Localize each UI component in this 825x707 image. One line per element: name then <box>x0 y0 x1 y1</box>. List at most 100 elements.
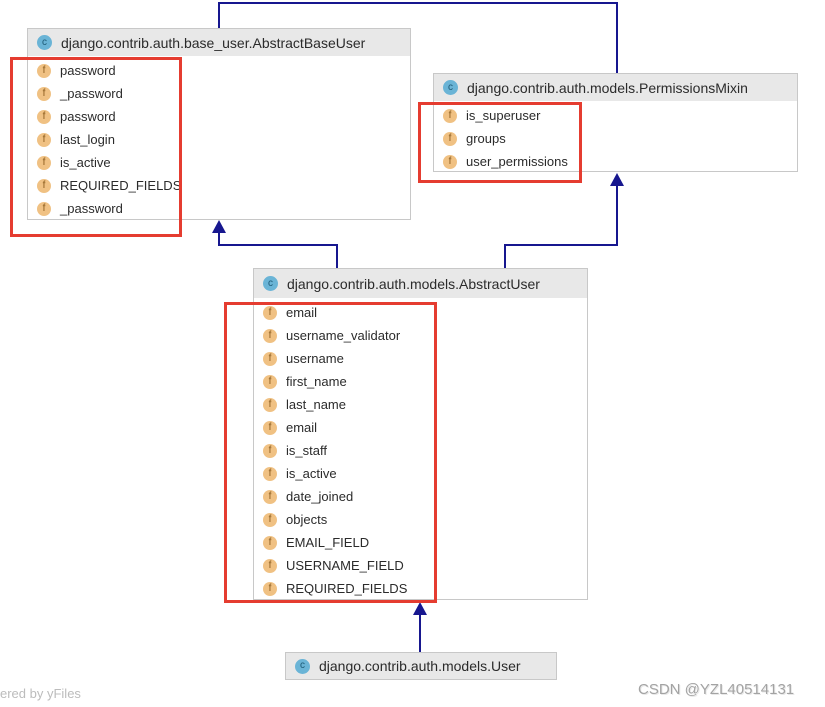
field-icon: f <box>443 154 457 169</box>
field-label: last_login <box>60 132 115 147</box>
field-label: email <box>286 305 318 320</box>
field-icon: f <box>443 108 457 123</box>
field-row[interactable]: f email <box>254 301 587 324</box>
inheritance-arrowhead-abstractuser <box>413 602 427 615</box>
edge-abstractuser-abstractbaseuser-v1 <box>218 233 220 246</box>
field-row[interactable]: f is_staff <box>254 439 587 462</box>
field-icon: f <box>37 86 51 101</box>
field-icon: f <box>263 328 277 343</box>
field-icon: f <box>263 489 277 504</box>
field-row[interactable]: f is_superuser <box>434 104 797 127</box>
field-label: password <box>60 109 116 124</box>
field-row[interactable]: f first_name <box>254 370 587 393</box>
class-name: django.contrib.auth.models.AbstractUser <box>287 275 540 292</box>
class-icon: c <box>443 80 458 95</box>
field-label: _password <box>60 201 123 216</box>
inheritance-arrowhead-abstractbaseuser <box>212 220 226 233</box>
edge-abstractuser-abstractbaseuser-v2 <box>336 244 338 269</box>
field-icon: f <box>263 397 277 412</box>
field-row[interactable]: f date_joined <box>254 485 587 508</box>
field-row[interactable]: f last_name <box>254 393 587 416</box>
field-icon: f <box>263 351 277 366</box>
field-row[interactable]: f objects <box>254 508 587 531</box>
edge-abstractuser-permissionsmixin-v1 <box>616 186 618 246</box>
field-row[interactable]: f email <box>254 416 587 439</box>
class-name: django.contrib.auth.base_user.AbstractBa… <box>61 34 366 51</box>
class-icon: c <box>263 276 278 291</box>
field-row[interactable]: f _password <box>28 197 410 220</box>
field-icon: f <box>37 132 51 147</box>
class-node-permissionsmixin[interactable]: c django.contrib.auth.models.Permissions… <box>433 73 798 172</box>
field-label: username_validator <box>286 328 401 343</box>
field-icon: f <box>37 178 51 193</box>
field-label: last_name <box>286 397 346 412</box>
class-name: django.contrib.auth.models.User <box>319 658 521 674</box>
field-icon: f <box>37 63 51 78</box>
class-node-abstractbaseuser[interactable]: c django.contrib.auth.base_user.Abstract… <box>27 28 411 220</box>
field-icon: f <box>263 443 277 458</box>
edge-abstractuser-abstractbaseuser-h <box>218 244 338 246</box>
class-node-user[interactable]: c django.contrib.auth.models.User <box>285 652 557 680</box>
field-row[interactable]: f username_validator <box>254 324 587 347</box>
field-row[interactable]: f last_login <box>28 128 410 151</box>
field-icon: f <box>443 131 457 146</box>
field-label: is_staff <box>286 443 327 458</box>
field-label: REQUIRED_FIELDS <box>60 178 182 193</box>
field-label: first_name <box>286 374 347 389</box>
field-row[interactable]: f REQUIRED_FIELDS <box>28 174 410 197</box>
field-label: user_permissions <box>466 154 568 169</box>
class-field-list: f email f username_validator f username … <box>254 298 587 600</box>
field-row[interactable]: f is_active <box>28 151 410 174</box>
edge-user-abstractuser-v <box>419 614 421 652</box>
field-row[interactable]: f is_active <box>254 462 587 485</box>
field-icon: f <box>263 466 277 481</box>
field-label: date_joined <box>286 489 354 504</box>
field-row[interactable]: f _password <box>28 82 410 105</box>
csdn-watermark: CSDN @YZL40514131 <box>638 681 795 698</box>
field-row[interactable]: f USERNAME_FIELD <box>254 554 587 577</box>
edge-top-horizontal <box>218 2 618 4</box>
field-icon: f <box>263 581 277 596</box>
field-row[interactable]: f password <box>28 59 410 82</box>
field-row[interactable]: f user_permissions <box>434 150 797 173</box>
class-icon: c <box>37 35 52 50</box>
class-header[interactable]: c django.contrib.auth.models.Permissions… <box>434 74 797 101</box>
edge-permissionsmixin-to-parent <box>616 2 618 73</box>
field-icon: f <box>37 201 51 216</box>
field-label: EMAIL_FIELD <box>286 535 370 550</box>
highlight-rect-permissionsmixin-fields <box>418 102 582 183</box>
field-icon: f <box>37 109 51 124</box>
highlight-rect-abstractbaseuser-fields <box>10 57 182 237</box>
field-row[interactable]: f groups <box>434 127 797 150</box>
field-icon: f <box>263 374 277 389</box>
field-row[interactable]: f EMAIL_FIELD <box>254 531 587 554</box>
field-icon: f <box>263 512 277 527</box>
class-header[interactable]: c django.contrib.auth.models.User <box>286 653 556 679</box>
edge-abstractbaseuser-to-parent <box>218 2 220 28</box>
edge-abstractuser-permissionsmixin-v2 <box>504 244 506 269</box>
field-label: password <box>60 63 116 78</box>
field-label: REQUIRED_FIELDS <box>286 581 408 596</box>
class-node-abstractuser[interactable]: c django.contrib.auth.models.AbstractUse… <box>253 268 588 600</box>
field-label: username <box>286 351 344 366</box>
class-field-list: f is_superuser f groups f user_permissio… <box>434 101 797 173</box>
field-label: is_active <box>60 155 111 170</box>
class-name: django.contrib.auth.models.PermissionsMi… <box>467 79 748 96</box>
class-header[interactable]: c django.contrib.auth.models.AbstractUse… <box>254 269 587 298</box>
class-icon: c <box>295 658 310 674</box>
field-label: email <box>286 420 318 435</box>
field-row[interactable]: f password <box>28 105 410 128</box>
field-label: is_active <box>286 466 337 481</box>
field-label: USERNAME_FIELD <box>286 558 404 573</box>
class-field-list: f password f _password f password f last… <box>28 56 410 220</box>
field-row[interactable]: f username <box>254 347 587 370</box>
field-label: groups <box>466 131 506 146</box>
field-icon: f <box>263 305 277 320</box>
class-header[interactable]: c django.contrib.auth.base_user.Abstract… <box>28 29 410 56</box>
field-label: _password <box>60 86 123 101</box>
field-icon: f <box>263 420 277 435</box>
field-icon: f <box>263 535 277 550</box>
edge-abstractuser-permissionsmixin-h <box>504 244 618 246</box>
field-row[interactable]: f REQUIRED_FIELDS <box>254 577 587 600</box>
